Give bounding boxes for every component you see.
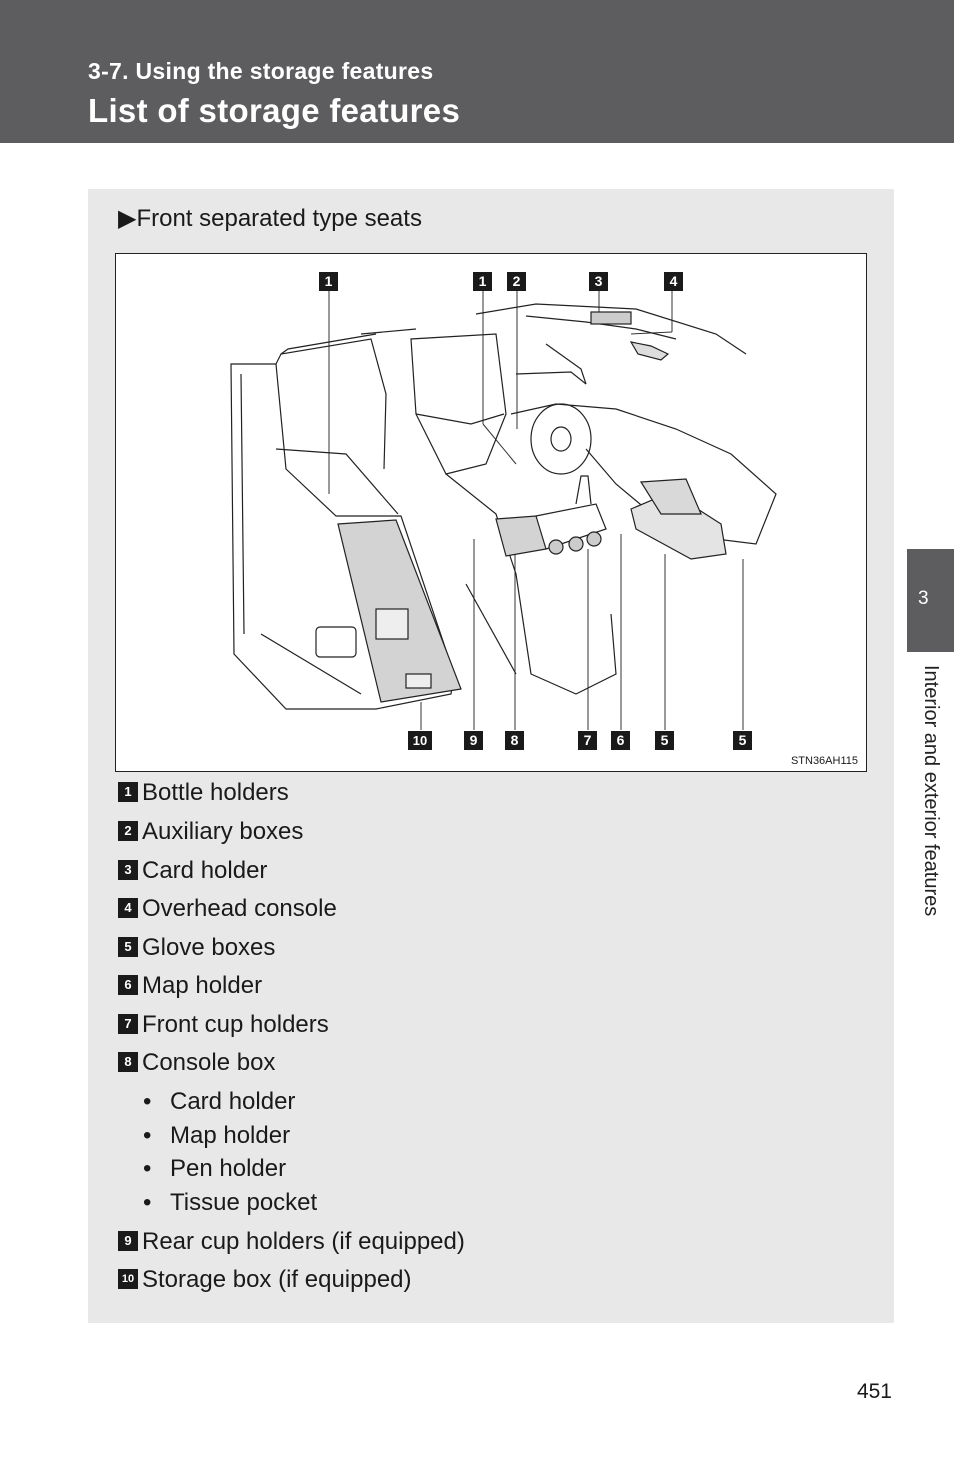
- legend-label: Map holder: [142, 972, 263, 999]
- legend-label: Auxiliary boxes: [142, 818, 304, 845]
- section-title: 3-7. Using the storage features: [88, 58, 434, 84]
- legend-badge: 4: [118, 897, 138, 918]
- legend-label: Storage box (if equipped): [142, 1266, 412, 1293]
- interior-line-drawing: [230, 291, 777, 730]
- callout-bottom-5: 6: [611, 731, 630, 750]
- header-bar: 3-7. Using the storage features List of …: [0, 0, 954, 143]
- callout-top-4: 3: [589, 272, 608, 291]
- console-sub-label: Card holder: [170, 1088, 296, 1115]
- legend-badge: 8: [118, 1051, 138, 1072]
- callout-top-3: 2: [507, 272, 526, 291]
- page-number: 451: [856, 1380, 892, 1403]
- legend-label: Bottle holders: [142, 779, 289, 806]
- console-sub-label: Map holder: [170, 1122, 291, 1149]
- callout-top-5: 4: [664, 272, 683, 291]
- callout-bottom-2: 9: [464, 731, 483, 750]
- legend-badge: 1: [118, 781, 138, 802]
- legend-badge: 6: [118, 974, 138, 995]
- callout-top-2: 1: [473, 272, 492, 291]
- legend-label: Front cup holders: [142, 1011, 329, 1038]
- chapter-tab[interactable]: [907, 549, 954, 652]
- callout-bottom-7: 5: [733, 731, 752, 750]
- console-sub-label: Tissue pocket: [170, 1189, 318, 1216]
- legend-badge: 10: [118, 1268, 138, 1289]
- seat-type-heading: ▶Front separated type seats: [118, 205, 422, 232]
- legend-badge: 2: [118, 820, 138, 841]
- legend-badge: 9: [118, 1230, 138, 1251]
- console-sub-item: •Tissue pocket: [143, 1189, 318, 1216]
- page-title: List of storage features: [88, 92, 461, 129]
- console-sub-item: •Map holder: [143, 1122, 291, 1149]
- vehicle-interior-illustration: 1 1 2 3 4 10 9 8 7 6 5 5 STN36AH115: [115, 253, 867, 772]
- illustration-code: STN36AH115: [790, 755, 858, 767]
- legend-badge: 3: [118, 859, 138, 880]
- legend-label: Overhead console: [142, 895, 337, 922]
- legend-label: Console box: [142, 1049, 276, 1076]
- callout-top-1: 1: [319, 272, 338, 291]
- console-sub-item: •Card holder: [143, 1088, 296, 1115]
- legend-badge: 5: [118, 936, 138, 957]
- callout-bottom-4: 7: [578, 731, 597, 750]
- legend-label: Rear cup holders (if equipped): [142, 1228, 465, 1255]
- legend-label: Glove boxes: [142, 934, 276, 961]
- console-sub-item: •Pen holder: [143, 1155, 287, 1182]
- chapter-label: Interior and exterior features: [920, 665, 942, 917]
- chapter-number: 3: [918, 588, 929, 609]
- callout-bottom-3: 8: [505, 731, 524, 750]
- callout-bottom-1: 10: [408, 731, 432, 750]
- callout-bottom-6: 5: [655, 731, 674, 750]
- console-sub-label: Pen holder: [170, 1155, 287, 1182]
- legend-label: Card holder: [142, 857, 268, 884]
- legend-badge: 7: [118, 1013, 138, 1034]
